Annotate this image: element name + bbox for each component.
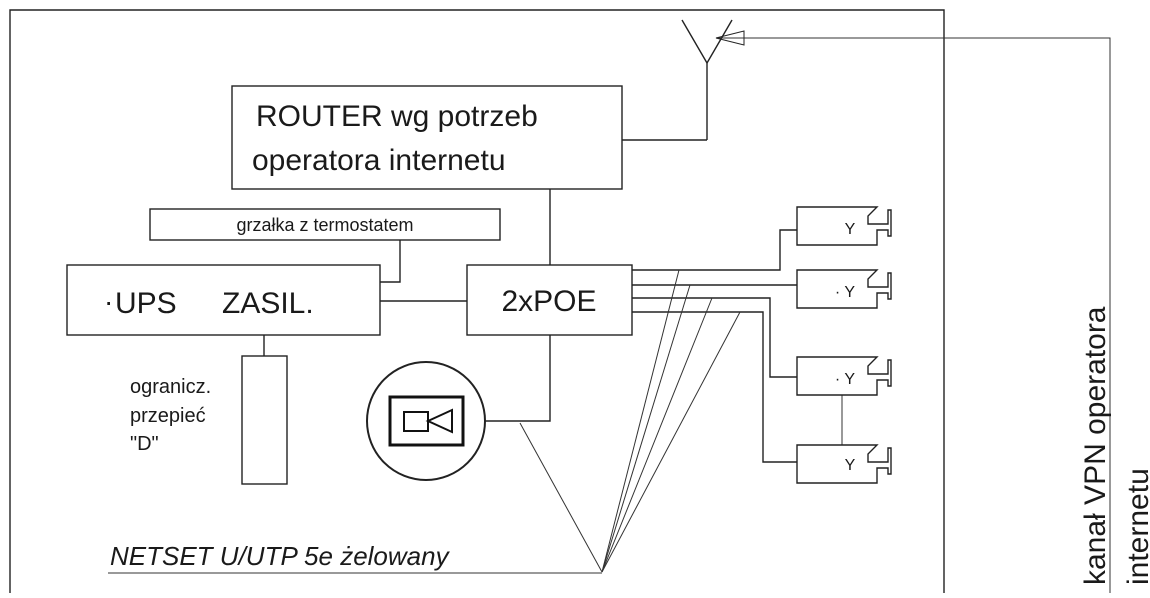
cable-label: NETSET U/UTP 5e żelowany (110, 541, 451, 571)
heater-ups-link (380, 240, 401, 283)
camera-line-4 (632, 311, 797, 463)
router-label-line1: ROUTER wg potrzeb (256, 100, 538, 133)
heater-box (149, 208, 501, 241)
ups-dot: · (104, 286, 113, 317)
ups-label: UPS (115, 287, 177, 320)
camera-line-3 (632, 297, 797, 378)
camera-4-icon (796, 444, 892, 484)
surge-label-line3: "D" (130, 433, 159, 455)
camera-1-icon (796, 206, 892, 246)
surge-label-line1: ogranicz. (130, 376, 211, 398)
antenna-icon (681, 19, 733, 140)
surge-protector-box (241, 355, 288, 485)
heater-label: grzałka z termostatem (236, 215, 413, 235)
camera-2-label: · Y (835, 284, 855, 301)
vpn-arrow-head (715, 30, 745, 46)
router-box (231, 85, 623, 190)
vpn-label-line2: internetu (1122, 468, 1150, 585)
camera-3-icon (796, 356, 892, 396)
camera-line-1 (632, 229, 797, 271)
camera-4-label: Y (845, 457, 856, 474)
main-camera-icon (366, 361, 486, 481)
surge-label-line2: przepieć (130, 405, 206, 427)
vpn-channel-line (716, 37, 1111, 593)
cable-pointer-lines (519, 269, 741, 573)
ups-label2: ZASIL. (222, 287, 314, 320)
vpn-label-line1: kanał VPN operatora (1079, 306, 1112, 585)
enclosure-outline (9, 9, 945, 593)
poe-label: 2xPOE (501, 285, 596, 318)
poe-main-camera-link (485, 335, 551, 422)
router-label-line2: operatora internetu (252, 144, 506, 177)
camera-2-icon (796, 269, 892, 309)
camera-1-label: Y (845, 221, 856, 238)
camera-3-label: · Y (835, 371, 855, 388)
ups-box (66, 264, 381, 336)
